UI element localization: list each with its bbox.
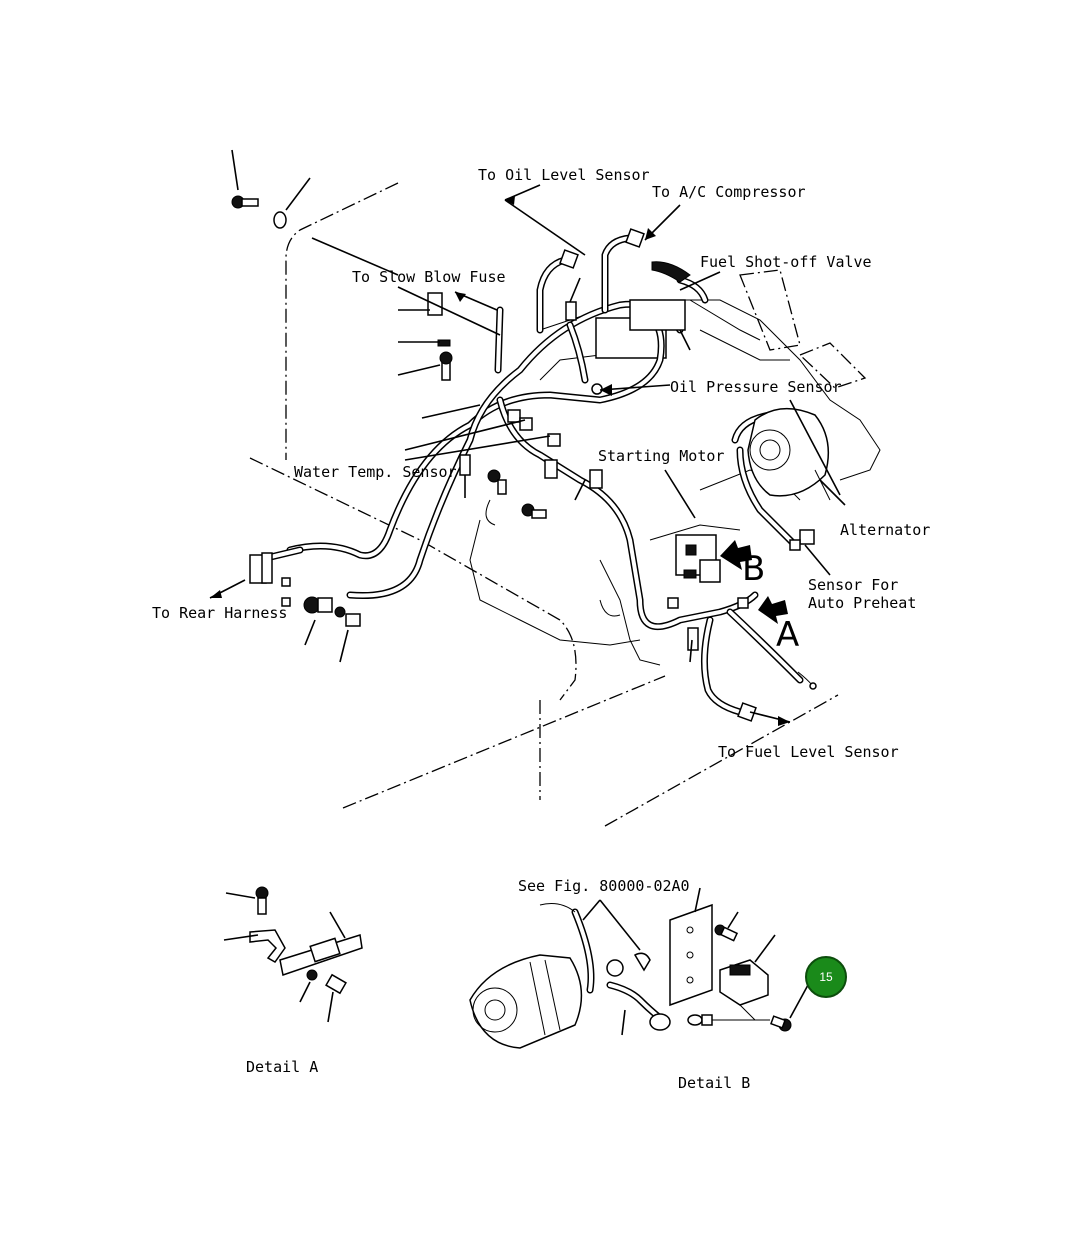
alternator	[747, 407, 831, 501]
diagram-labels: To Oil Level Sensor To A/C Compressor Fu…	[152, 166, 930, 1092]
callout-badge-number: 15	[819, 970, 833, 984]
label-water-temp-sensor: Water Temp. Sensor	[294, 463, 457, 481]
fuel-shut-off-valve	[629, 261, 691, 331]
label-to-fuel-level-sensor: To Fuel Level Sensor	[718, 743, 899, 761]
view-arrow-b	[720, 540, 752, 570]
label-fuel-shut-off-valve: Fuel Shot-off Valve	[700, 253, 872, 271]
main-harness	[254, 234, 804, 716]
label-to-slow-blow-fuse: To Slow Blow Fuse	[352, 268, 506, 286]
callout-badge-circle[interactable]	[805, 956, 847, 998]
label-detail-a: Detail A	[246, 1058, 318, 1076]
label-sensor-for: Sensor For	[808, 576, 898, 594]
label-detail-b: Detail B	[678, 1074, 750, 1092]
label-to-rear-harness: To Rear Harness	[152, 604, 287, 622]
label-see-fig: See Fig. 80000-02A0	[518, 877, 690, 895]
connectors	[249, 228, 817, 722]
label-view-b: B	[742, 549, 765, 589]
label-oil-pressure-sensor: Oil Pressure Sensor	[670, 378, 842, 396]
detail-b-drawing	[469, 887, 809, 1049]
label-auto-preheat: Auto Preheat	[808, 594, 916, 612]
harness-clamps	[427, 292, 699, 651]
label-to-ac-compressor: To A/C Compressor	[652, 183, 806, 201]
label-alternator: Alternator	[840, 521, 930, 539]
view-arrows	[720, 540, 788, 624]
label-starting-motor: Starting Motor	[598, 447, 724, 465]
leader-lines	[209, 149, 846, 723]
detail-a-drawing	[223, 886, 363, 1023]
starting-motor	[649, 524, 741, 583]
view-arrow-a	[758, 596, 788, 624]
label-view-a: A	[776, 615, 799, 655]
bolts	[231, 195, 547, 627]
label-to-oil-level-sensor: To Oil Level Sensor	[478, 166, 650, 184]
arrowheads	[210, 196, 790, 726]
frame-outline	[249, 182, 867, 827]
callout-badge[interactable]: 15	[805, 956, 847, 998]
